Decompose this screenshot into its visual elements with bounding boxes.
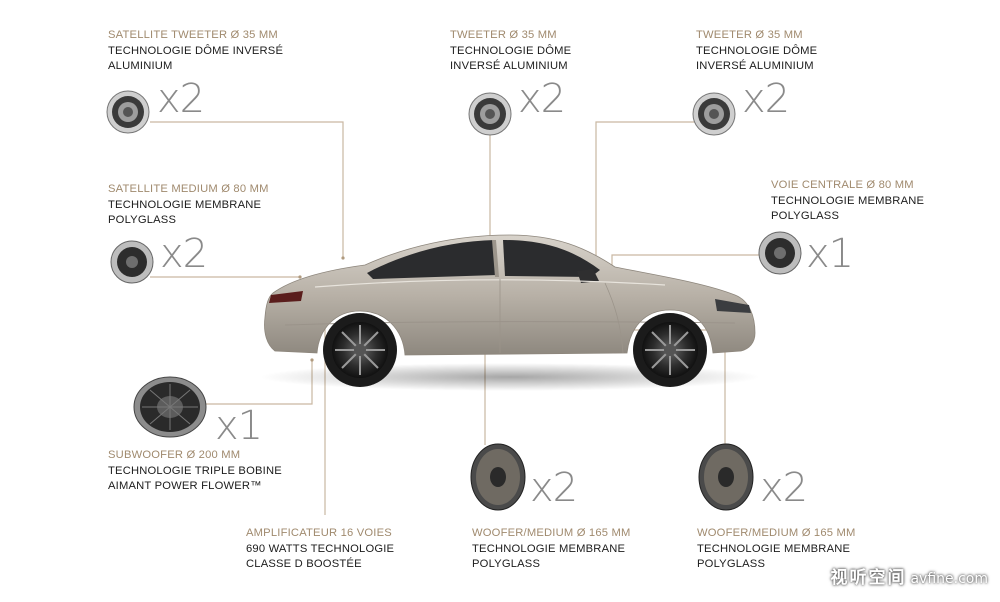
watermark-site: avfine.com [910,571,988,587]
woofer-speaker-icon [698,443,754,511]
quantity-label: x2 [742,76,790,122]
subwoofer-label: SUBWOOFER Ø 200 MM TECHNOLOGIE TRIPLE BO… [108,448,282,495]
tweeter-speaker-icon [106,90,150,134]
satellite-medium-label: SATELLITE MEDIUM Ø 80 MM TECHNOLOGIE MEM… [108,182,269,229]
medium-speaker-icon [110,240,154,284]
label-desc: 690 WATTS TECHNOLOGIE [246,542,395,555]
woofer-medium-label: WOOFER/MEDIUM Ø 165 MM TECHNOLOGIE MEMBR… [472,526,631,573]
quantity-label: x2 [157,76,205,122]
label-desc: TECHNOLOGIE MEMBRANE [771,194,925,207]
label-desc: TECHNOLOGIE DÔME [696,44,818,57]
center-channel-label: VOIE CENTRALE Ø 80 MM TECHNOLOGIE MEMBRA… [771,178,924,225]
tweeter-speaker-icon [468,92,512,136]
tweeter-label: TWEETER Ø 35 MM TECHNOLOGIE DÔME INVERSÉ… [450,28,571,75]
satellite-tweeter-label: SATELLITE TWEETER Ø 35 MM TECHNOLOGIE DÔ… [108,28,283,75]
label-desc: TECHNOLOGIE MEMBRANE [108,198,262,211]
label-desc: POLYGLASS [697,558,766,570]
label-desc: TECHNOLOGIE TRIPLE BOBINE [108,464,282,477]
label-title: SATELLITE TWEETER Ø 35 MM [108,29,278,41]
quantity-label: x2 [518,76,566,122]
label-title: WOOFER/MEDIUM Ø 165 MM [697,527,856,539]
label-desc: POLYGLASS [472,558,541,570]
label-title: WOOFER/MEDIUM Ø 165 MM [472,527,631,539]
amplifier-label: AMPLIFICATEUR 16 VOIES 690 WATTS TECHNOL… [246,526,394,573]
label-desc: INVERSÉ ALUMINIUM [696,60,814,72]
label-title: VOIE CENTRALE Ø 80 MM [771,179,914,191]
label-desc: INVERSÉ ALUMINIUM [450,60,568,72]
label-title: SUBWOOFER Ø 200 MM [108,449,241,461]
quantity-label: x2 [160,231,208,277]
label-desc: TECHNOLOGIE MEMBRANE [472,542,626,555]
label-desc: TECHNOLOGIE MEMBRANE [697,542,851,555]
subwoofer-speaker-icon [133,376,207,438]
tweeter-label: TWEETER Ø 35 MM TECHNOLOGIE DÔME INVERSÉ… [696,28,817,75]
quantity-label: x1 [215,403,263,449]
woofer-medium-label: WOOFER/MEDIUM Ø 165 MM TECHNOLOGIE MEMBR… [697,526,856,573]
tweeter-speaker-icon [692,92,736,136]
car-illustration [260,234,760,391]
center-speaker-icon [758,231,802,275]
label-desc: POLYGLASS [771,210,840,222]
quantity-label: x1 [806,231,854,277]
label-desc: TECHNOLOGIE DÔME INVERSÉ [108,44,284,57]
label-desc: AIMANT POWER FLOWER™ [108,480,262,492]
quantity-label: x2 [760,465,808,511]
label-title: SATELLITE MEDIUM Ø 80 MM [108,183,269,195]
label-desc: ALUMINIUM [108,60,173,72]
label-desc: POLYGLASS [108,214,177,226]
label-title: TWEETER Ø 35 MM [696,29,803,41]
label-title: TWEETER Ø 35 MM [450,29,557,41]
label-desc: TECHNOLOGIE DÔME [450,44,572,57]
label-desc: CLASSE D BOOSTÉE [246,558,362,570]
watermark-brand: 视听空间 [830,568,907,588]
quantity-label: x2 [530,465,578,511]
label-title: AMPLIFICATEUR 16 VOIES [246,527,392,539]
woofer-speaker-icon [470,443,526,511]
